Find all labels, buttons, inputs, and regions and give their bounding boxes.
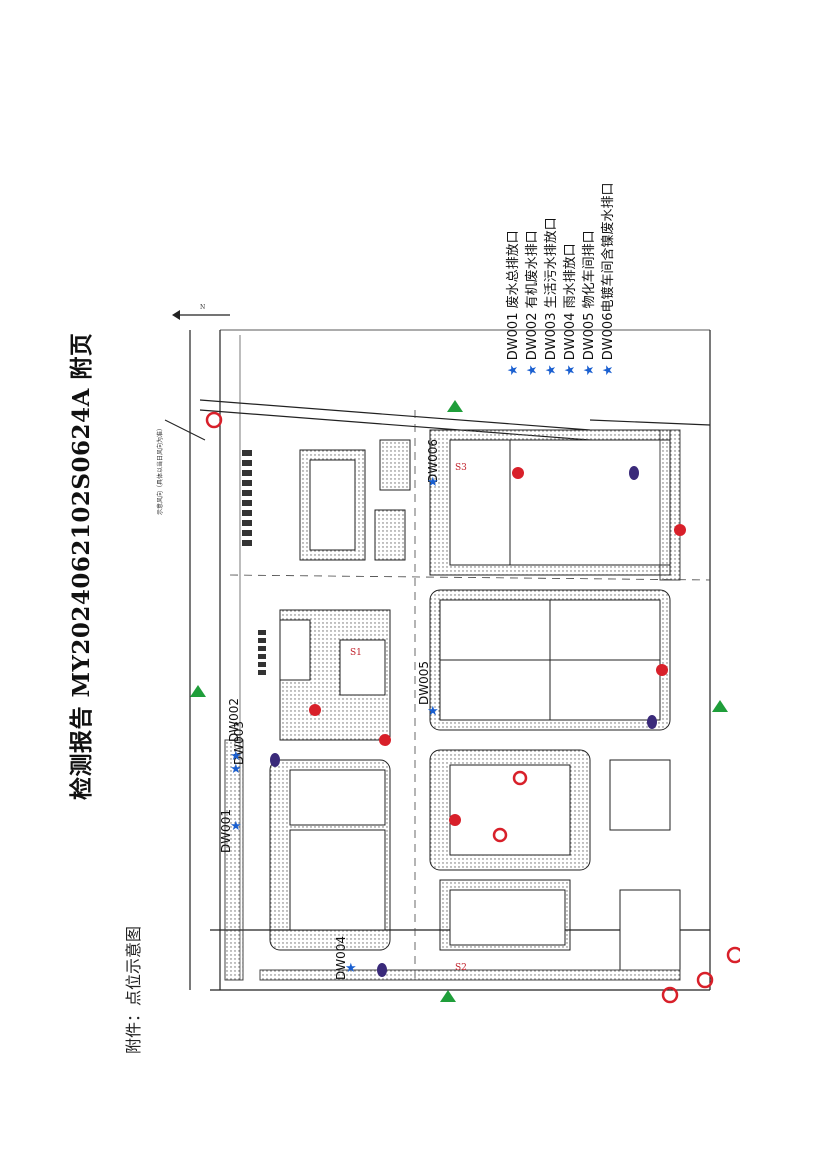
label-dw006: DW006 — [426, 439, 440, 483]
star-icon: ★ — [230, 749, 242, 764]
star-icon: ★ — [345, 961, 357, 976]
equipment-rows — [242, 450, 266, 675]
perimeter-walkway — [224, 429, 681, 981]
groundwater-points — [270, 466, 657, 977]
star-icon: ★ — [230, 819, 242, 834]
boundary-points — [205, 411, 740, 1004]
label-dw005: DW005 — [417, 661, 431, 705]
star-icon: ★ — [230, 762, 242, 777]
label-dw004: DW004 — [334, 936, 348, 980]
label-dw003: DW003 — [232, 721, 246, 765]
green-triangle-icon — [440, 990, 456, 1002]
point-labels: DW001 DW003 DW002 DW004 DW005 DW006 S1 S… — [219, 439, 467, 980]
label-s3: S3 — [455, 463, 467, 473]
green-triangle-icon — [447, 400, 463, 412]
building-block-middle — [279, 589, 671, 741]
red-circle-icon — [512, 770, 528, 786]
green-triangle-icon — [190, 685, 206, 697]
north-label: N — [200, 304, 205, 311]
label-dw002: DW002 — [227, 698, 241, 742]
label-s1: S1 — [350, 648, 362, 658]
building-block-lower — [269, 749, 681, 971]
label-s2: S2 — [455, 963, 467, 973]
red-circle-icon — [205, 411, 223, 429]
attachment-caption: 附件：点位示意图 — [124, 925, 143, 1054]
site-plan-map: 示意风向（具体以当日风向为准） N DW001 DW003 DW002 DW00… — [156, 304, 740, 1004]
red-circle-icon — [661, 986, 679, 1004]
label-dw001: DW001 — [219, 809, 233, 853]
report-title: 检测报告 MY20240621​02S0624A 附页 — [68, 332, 95, 800]
wind-arrow — [164, 419, 206, 441]
star-icon: ★ — [427, 704, 439, 719]
red-circle-icon — [726, 946, 740, 964]
wind-note: 示意风向（具体以当日风向为准） — [156, 425, 164, 515]
red-circle-icon — [492, 827, 508, 843]
noise-points — [309, 467, 686, 826]
green-triangle-icon — [712, 700, 728, 712]
building-block-upper — [299, 429, 671, 576]
upwind-downwind-points — [190, 400, 728, 1002]
star-icon: ★ — [427, 475, 439, 490]
north-arrow: N — [172, 304, 230, 320]
road-centerlines — [229, 410, 711, 980]
outfall-markers: ★ ★ ★ ★ ★ ★ — [230, 475, 439, 976]
roads — [189, 329, 711, 991]
red-circle-icon — [696, 971, 714, 989]
